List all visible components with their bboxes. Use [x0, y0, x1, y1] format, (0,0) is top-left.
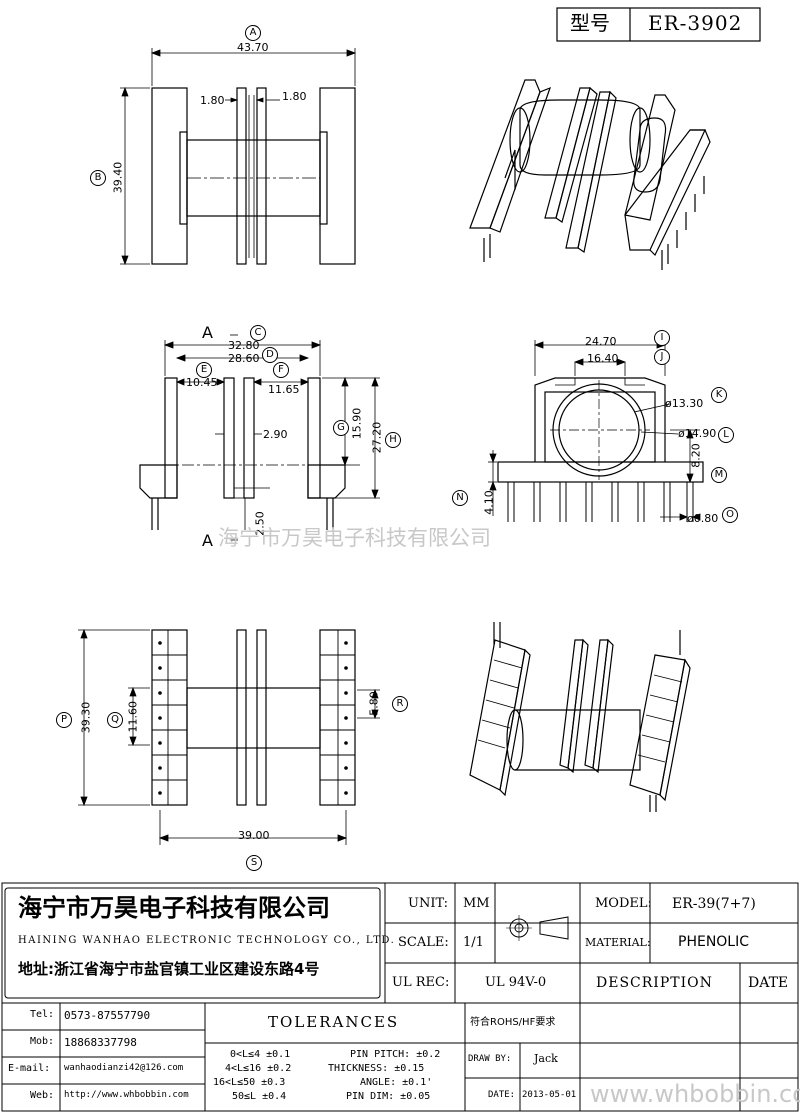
marker-j: J	[654, 349, 670, 365]
marker-k: K	[711, 387, 727, 403]
mob-value: 18868337798	[64, 1036, 137, 1049]
watermark-corner: www.whbobbin.com	[590, 1080, 800, 1108]
tolerance-row: 50≤L ±0.4	[232, 1091, 287, 1102]
dim-a-width: 43.70	[237, 41, 269, 54]
marker-c: C	[250, 325, 266, 341]
model-value: ER-39(7+7)	[672, 896, 756, 912]
marker-r: R	[392, 696, 408, 712]
dim-h: 27.20	[370, 421, 384, 454]
unit-label: UNIT:	[408, 896, 449, 911]
pin-tolerance: ANGLE: ±0.1'	[360, 1077, 433, 1088]
marker-a: A	[245, 25, 261, 41]
marker-s: S	[246, 855, 262, 871]
tolerance-row: 4<L≤16 ±0.2	[225, 1063, 292, 1074]
iso-view-bottom	[469, 622, 691, 812]
pin-tolerance: PIN PITCH: ±0.2	[350, 1049, 441, 1060]
dim-o: ø0.80	[687, 512, 719, 525]
unit-value: MM	[463, 896, 490, 911]
dim-flange-right: 1.80	[282, 90, 307, 103]
date-header: DATE	[748, 975, 789, 991]
marker-e: E	[196, 362, 212, 378]
date-label: DATE:	[488, 1090, 516, 1100]
dim-i: 24.70	[585, 335, 617, 348]
ul-value: UL 94V-0	[485, 975, 547, 990]
title-block	[1, 882, 799, 1112]
end-view	[497, 377, 704, 522]
material-label: MATERIAL:	[585, 936, 651, 949]
email-label: E-mail:	[8, 1063, 51, 1074]
email-value: wanhaodianzi42@126.com	[64, 1063, 184, 1073]
model-label: MODEL:	[595, 896, 652, 911]
dim-m: 8.20	[689, 443, 703, 468]
dim-g: 15.90	[350, 407, 364, 440]
dim-n: 4.10	[482, 490, 496, 515]
dim-f: 11.65	[268, 383, 300, 396]
model-code: ER-3902	[648, 11, 743, 35]
dim-slot: 2.90	[263, 428, 288, 441]
scale-label: SCALE:	[398, 935, 449, 950]
dim-s: 39.00	[238, 829, 270, 842]
draw-by-label: DRAW BY:	[468, 1054, 512, 1064]
type-label: 型号	[570, 11, 610, 35]
draw-by-value: Jack	[534, 1052, 558, 1065]
marker-g: G	[333, 420, 349, 436]
tel-label: Tel:	[30, 1009, 55, 1020]
marker-q: Q	[107, 712, 123, 728]
description-header: DESCRIPTION	[596, 975, 713, 991]
watermark-center: 海宁市万昊电子科技有限公司	[218, 526, 491, 550]
tolerance-row: 0<L≤4 ±0.1	[230, 1049, 291, 1060]
web-value: http://www.whbobbin.com	[64, 1090, 189, 1100]
dim-l: ø14.90	[678, 427, 717, 440]
dim-r: 5.80	[367, 691, 381, 716]
iso-view-top	[469, 79, 711, 270]
tolerance-row: 16<L≤50 ±0.3	[213, 1077, 286, 1088]
marker-h: H	[385, 432, 401, 448]
dim-c: 32.80	[228, 339, 260, 352]
scale-value: 1/1	[463, 935, 484, 950]
company-name-en: HAINING WANHAO ELECTRONIC TECHNOLOGY CO.…	[18, 935, 396, 946]
front-view	[151, 87, 356, 265]
marker-m: M	[711, 467, 727, 483]
marker-o: O	[722, 507, 738, 523]
company-address: 地址:浙江省海宁市盐官镇工业区建设东路4号	[18, 960, 320, 978]
tel-value: 0573-87557790	[64, 1009, 151, 1022]
date-value: 2013-05-01	[522, 1090, 577, 1100]
tolerances-title: TOLERANCES	[268, 1013, 400, 1031]
dim-flange-left: 1.80	[200, 94, 225, 107]
section-label-bottom: A	[202, 531, 213, 550]
section-view	[139, 377, 346, 530]
material-value: PHENOLIC	[678, 934, 750, 950]
marker-i: I	[654, 330, 670, 346]
bottom-view	[151, 629, 356, 806]
marker-b: B	[90, 170, 106, 186]
web-label: Web:	[30, 1090, 55, 1101]
dim-j: 16.40	[587, 352, 619, 365]
marker-d: D	[262, 347, 278, 363]
mob-label: Mob:	[30, 1036, 55, 1047]
projection-symbol	[506, 915, 569, 941]
pin-tolerance: PIN DIM: ±0.05	[346, 1091, 431, 1102]
pin-tolerance: THICKNESS: ±0.15	[328, 1063, 425, 1074]
marker-p: P	[56, 712, 72, 728]
dim-q: 11.60	[126, 701, 140, 733]
company-name-cn: 海宁市万昊电子科技有限公司	[18, 894, 330, 922]
rohs-note: 符合ROHS/HF要求	[470, 1017, 556, 1028]
marker-f: F	[273, 362, 289, 378]
ul-label: UL REC:	[392, 975, 450, 990]
marker-n: N	[452, 490, 468, 506]
dim-d: 28.60	[228, 352, 260, 365]
dim-e: 10.45	[186, 376, 218, 389]
dim-b-height: 39.40	[111, 161, 125, 194]
section-label-top: A	[202, 323, 213, 342]
dim-k: ø13.30	[665, 397, 704, 410]
marker-l: L	[718, 427, 734, 443]
dim-p: 39.30	[79, 701, 93, 734]
